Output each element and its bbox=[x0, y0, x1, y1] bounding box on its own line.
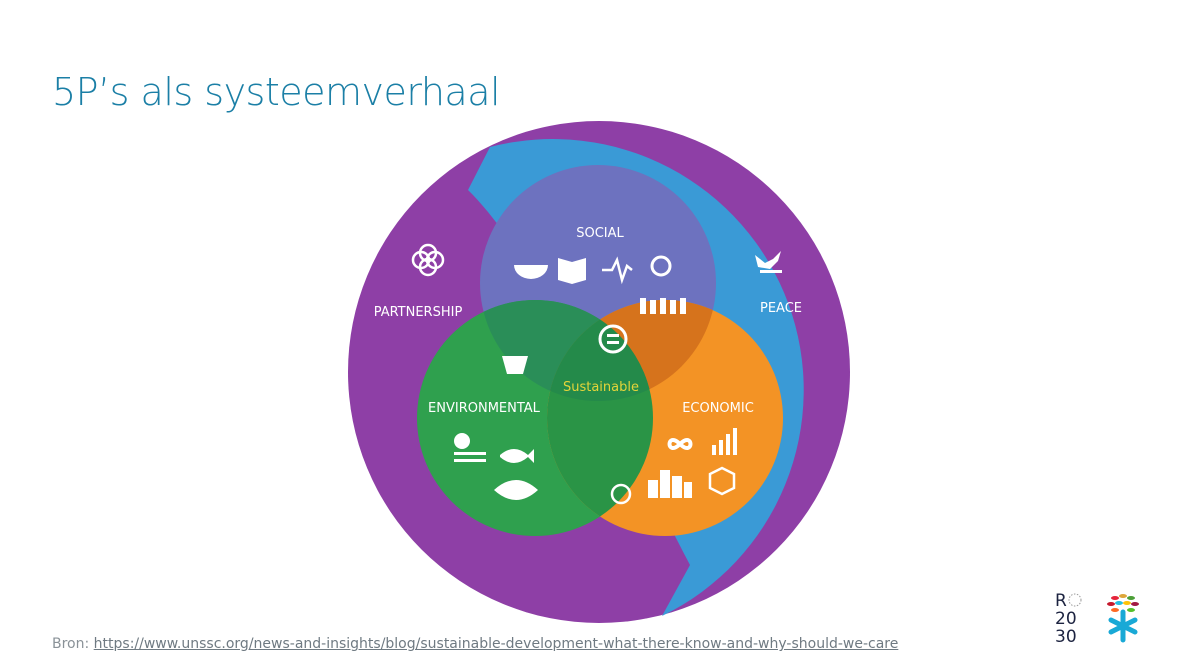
peace-dove-icon bbox=[755, 251, 782, 273]
environmental-icons bbox=[454, 356, 538, 500]
economic-icons bbox=[610, 428, 737, 505]
city-icon bbox=[648, 470, 692, 498]
logo-graphic: R 20 30 bbox=[1055, 591, 1139, 647]
consumption-cubes-icon bbox=[708, 466, 736, 496]
food-bowl-icon bbox=[514, 265, 548, 279]
environmental-label: ENVIRONMENTAL bbox=[428, 401, 541, 416]
peace-label: PEACE bbox=[760, 301, 802, 316]
fish-icon bbox=[500, 449, 534, 463]
water-drop-icon bbox=[502, 356, 528, 374]
book-icon bbox=[558, 258, 586, 284]
center-overlap bbox=[547, 300, 653, 401]
people-icon bbox=[640, 298, 686, 314]
svg-text:30: 30 bbox=[1055, 627, 1077, 647]
partnership-label: PARTNERSHIP bbox=[374, 305, 463, 320]
social-icons bbox=[514, 255, 686, 314]
energy-sun-icon bbox=[610, 483, 632, 505]
sdg-tree-icon bbox=[1107, 594, 1139, 643]
infinity-icon bbox=[667, 437, 693, 451]
source-prefix: Bron: bbox=[52, 636, 94, 652]
partnership-flower-icon bbox=[411, 243, 445, 277]
equality-center-icon bbox=[598, 324, 628, 354]
land-tree-icon bbox=[454, 433, 486, 462]
social-label: SOCIAL bbox=[576, 226, 624, 241]
health-pulse-icon bbox=[602, 256, 633, 285]
svg-text:20: 20 bbox=[1055, 609, 1077, 629]
gender-equality-icon bbox=[650, 255, 672, 277]
sustainable-label: Sustainable bbox=[563, 380, 639, 395]
economic-label: ECONOMIC bbox=[682, 401, 754, 416]
source-citation: Bron: https://www.unssc.org/news-and-ins… bbox=[52, 636, 898, 652]
page-title: 5P’s als systeemverhaal bbox=[52, 70, 501, 114]
r2030-logo: R 20 30 bbox=[1055, 590, 1155, 655]
earth-eye-icon bbox=[494, 480, 538, 500]
growth-chart-icon bbox=[712, 428, 737, 455]
svg-text:R: R bbox=[1055, 591, 1067, 611]
source-link[interactable]: https://www.unssc.org/news-and-insights/… bbox=[93, 636, 899, 652]
